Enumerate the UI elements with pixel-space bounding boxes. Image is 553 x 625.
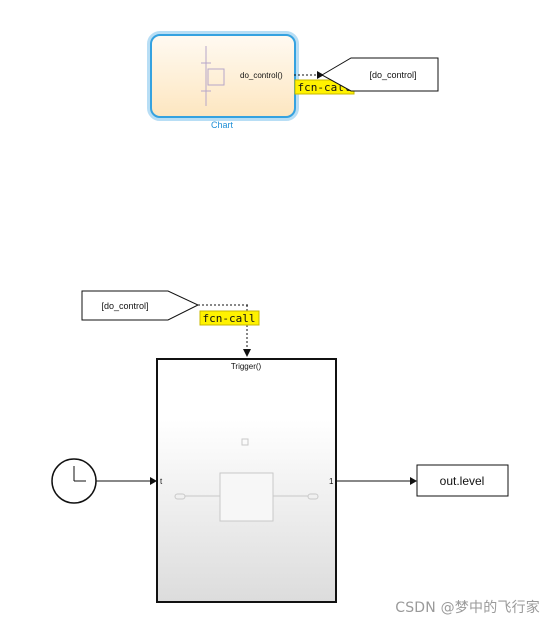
trigger-port-label: Trigger() xyxy=(231,362,262,371)
subsystem-output-port-label: 1 xyxy=(329,477,334,486)
badge-top-text: fcn-call xyxy=(298,81,351,94)
chart-mini-flow-icon xyxy=(201,46,225,106)
clock-block[interactable] xyxy=(51,458,97,504)
signal-type-badge-top: fcn-call xyxy=(294,79,355,95)
subsystem-input-port-label: t xyxy=(160,477,163,486)
signal-line-subsystem-to-outport[interactable] xyxy=(336,477,417,485)
fcn-call-signal-line-top[interactable] xyxy=(294,71,324,79)
fcn-call-signal-line-bottom[interactable] xyxy=(198,304,251,357)
clock-icon xyxy=(73,466,86,482)
goto-tag-label: [do_control] xyxy=(369,70,416,80)
watermark-text: CSDN @梦中的飞行家 xyxy=(395,600,540,616)
subsystem-preview-icon xyxy=(174,438,319,522)
chart-block[interactable]: do_control() xyxy=(147,31,299,121)
triggered-subsystem-block[interactable]: Trigger() t 1 xyxy=(156,358,337,603)
goto-block[interactable]: [do_control] xyxy=(320,57,439,92)
chart-output-port-label: do_control() xyxy=(240,71,283,80)
from-block[interactable]: [do_control] xyxy=(81,290,200,321)
badge-bottom-text: fcn-call xyxy=(203,312,256,325)
signal-line-clock-to-subsystem[interactable] xyxy=(96,477,157,485)
outport-block[interactable]: out.level xyxy=(416,464,509,497)
chart-block-name: Chart xyxy=(211,120,234,130)
outport-label: out.level xyxy=(440,474,485,488)
from-tag-label: [do_control] xyxy=(101,301,148,311)
signal-type-badge-bottom: fcn-call xyxy=(199,310,260,326)
